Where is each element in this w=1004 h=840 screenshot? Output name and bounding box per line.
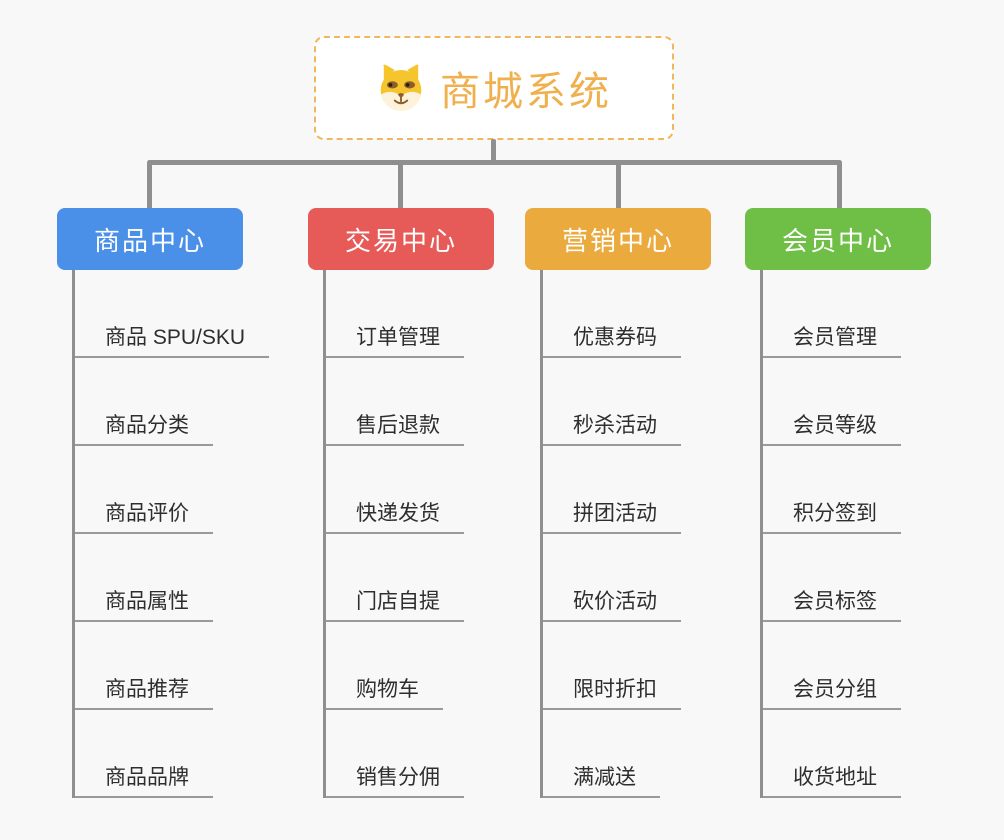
root-node[interactable]: 商城系统 bbox=[314, 36, 674, 140]
connector-drop-members bbox=[837, 162, 842, 210]
leaf-node[interactable]: 收货地址 bbox=[763, 710, 901, 798]
connector-root-stub bbox=[491, 139, 496, 163]
leaf-node[interactable]: 积分签到 bbox=[763, 446, 901, 534]
leaf-node[interactable]: 秒杀活动 bbox=[543, 358, 681, 446]
leaf-node[interactable]: 砍价活动 bbox=[543, 534, 681, 622]
root-title: 商城系统 bbox=[440, 70, 612, 114]
leaf-node[interactable]: 门店自提 bbox=[326, 534, 464, 622]
leaf-list: 订单管理售后退款快递发货门店自提购物车销售分佣 bbox=[323, 270, 508, 798]
leaf-node[interactable]: 商品属性 bbox=[75, 534, 213, 622]
leaf-node[interactable]: 会员等级 bbox=[763, 358, 901, 446]
leaf-node[interactable]: 商品分类 bbox=[75, 358, 213, 446]
branch-node[interactable]: 会员中心 bbox=[745, 208, 931, 270]
branch-node[interactable]: 商品中心 bbox=[57, 208, 243, 270]
leaf-node[interactable]: 优惠券码 bbox=[543, 270, 681, 358]
branch-column: 会员中心会员管理会员等级积分签到会员标签会员分组收货地址 bbox=[745, 208, 945, 798]
branch-column: 营销中心优惠券码秒杀活动拼团活动砍价活动限时折扣满减送 bbox=[525, 208, 725, 798]
connector-drop-products bbox=[147, 162, 152, 210]
leaf-node[interactable]: 售后退款 bbox=[326, 358, 464, 446]
leaf-node[interactable]: 会员分组 bbox=[763, 622, 901, 710]
leaf-node[interactable]: 订单管理 bbox=[326, 270, 464, 358]
leaf-node[interactable]: 限时折扣 bbox=[543, 622, 681, 710]
leaf-node[interactable]: 会员标签 bbox=[763, 534, 901, 622]
branch-node[interactable]: 交易中心 bbox=[308, 208, 494, 270]
leaf-node[interactable]: 销售分佣 bbox=[326, 710, 464, 798]
dog-icon bbox=[380, 64, 422, 111]
branch-column: 交易中心订单管理售后退款快递发货门店自提购物车销售分佣 bbox=[308, 208, 508, 798]
leaf-node[interactable]: 快递发货 bbox=[326, 446, 464, 534]
leaf-node[interactable]: 满减送 bbox=[543, 710, 660, 798]
connector-bus bbox=[147, 160, 842, 165]
leaf-node[interactable]: 商品评价 bbox=[75, 446, 213, 534]
leaf-list: 会员管理会员等级积分签到会员标签会员分组收货地址 bbox=[760, 270, 945, 798]
leaf-list: 优惠券码秒杀活动拼团活动砍价活动限时折扣满减送 bbox=[540, 270, 725, 798]
connector-drop-trade bbox=[398, 162, 403, 210]
leaf-node[interactable]: 商品推荐 bbox=[75, 622, 213, 710]
leaf-node[interactable]: 商品 SPU/SKU bbox=[75, 270, 270, 358]
leaf-node[interactable]: 拼团活动 bbox=[543, 446, 681, 534]
connector-drop-marketing bbox=[616, 162, 621, 210]
branch-node[interactable]: 营销中心 bbox=[525, 208, 711, 270]
leaf-node[interactable]: 商品品牌 bbox=[75, 710, 213, 798]
leaf-node[interactable]: 会员管理 bbox=[763, 270, 901, 358]
leaf-node[interactable]: 购物车 bbox=[326, 622, 443, 710]
